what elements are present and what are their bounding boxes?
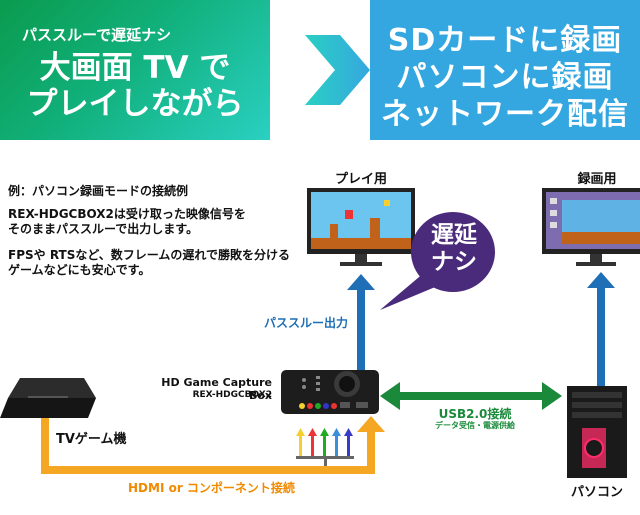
pc-tower-icon [567, 386, 627, 478]
banner-right-line1: SDカードに録画 [387, 23, 623, 58]
usb-connection-label: USB2.0接続 [438, 407, 512, 421]
usb-connection-sublabel: データ受信・電源供給 [435, 421, 515, 430]
capture-box-name: HD Game Capture Box [161, 376, 272, 402]
banner-left-subtitle: パススルーで遅延ナシ [22, 26, 172, 44]
record-monitor-label: 録画用 [577, 172, 617, 187]
banner-arrow-icon [305, 35, 370, 105]
pc-to-monitor-arrow-icon [587, 272, 615, 386]
description-line4: ゲームなどにも安心です。 [8, 263, 151, 277]
no-delay-text: 遅延 ナシ [413, 222, 495, 276]
capture-box-icon [281, 370, 379, 414]
banner-right-line3: ネットワーク配信 [381, 97, 629, 132]
pc-label: パソコン [570, 485, 623, 500]
banner-left-line1: 大画面 TV で [39, 50, 231, 86]
capture-box-model: REX-HDGCBOX2 [192, 390, 272, 400]
example-heading: 例：パソコン録画モードの接続例 [8, 184, 189, 198]
game-console-icon [0, 378, 96, 418]
passthrough-arrow-icon [347, 274, 375, 370]
hdmi-connection-label: HDMI or コンポーネント接続 [128, 481, 295, 495]
banner-left-panel: パススルーで遅延ナシ 大画面 TV で プレイしながら [0, 0, 270, 140]
banner-right-line2: パソコンに録画 [396, 60, 614, 95]
hdmi-cable-arrow-icon [41, 416, 385, 474]
banner-left-line2: プレイしながら [26, 86, 244, 122]
record-monitor-icon [542, 188, 640, 266]
description-line1: REX-HDGCBOX2は受け取った映像信号を [8, 207, 246, 221]
game-console-label: TVゲーム機 [56, 432, 127, 447]
no-delay-line2: ナシ [431, 249, 477, 275]
no-delay-bubble [380, 212, 495, 310]
component-cable-arrows [296, 428, 354, 470]
no-delay-line1: 遅延 [431, 222, 477, 248]
passthrough-output-label: パススルー出力 [264, 316, 349, 330]
play-monitor-icon [307, 188, 415, 266]
description-line2: そのままパススルーで出力します。 [8, 222, 199, 236]
banner-right-panel: SDカードに録画 パソコンに録画 ネットワーク配信 [370, 0, 640, 140]
description-line3: FPSや RTSなど、数フレームの遅れで勝敗を分ける [8, 248, 291, 262]
play-monitor-label: プレイ用 [334, 172, 387, 187]
usb-arrow-icon [380, 382, 562, 410]
